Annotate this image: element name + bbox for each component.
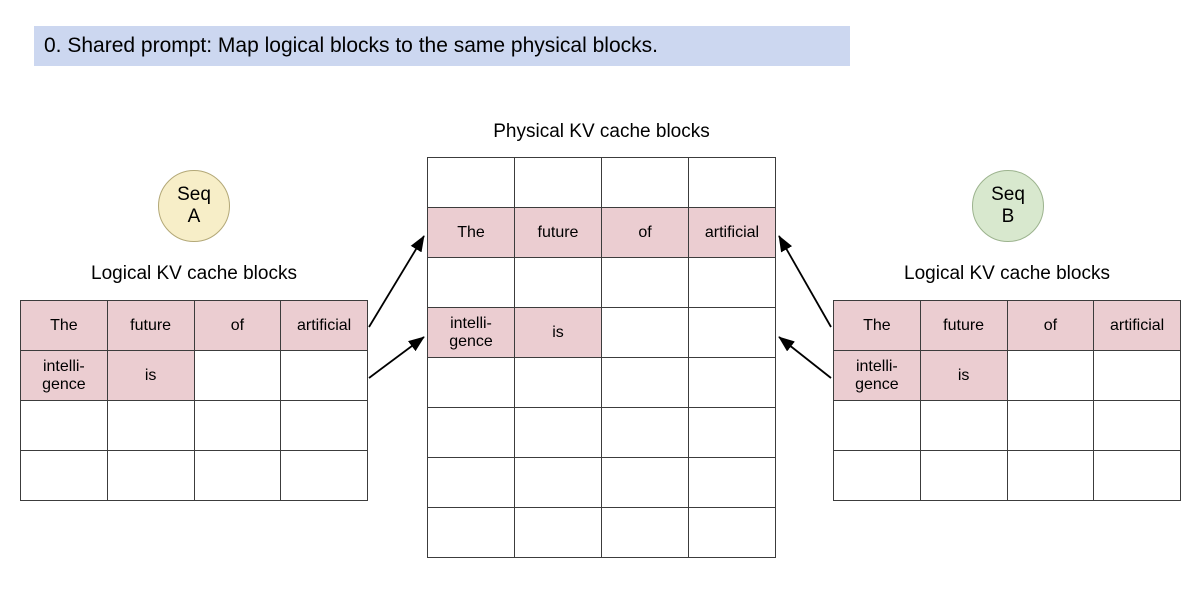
arrow-a-block1-to-physical-row4 <box>368 336 425 379</box>
kv-cell-empty <box>20 450 108 501</box>
kv-cell-empty <box>193 400 282 451</box>
kv-cell-empty <box>601 507 689 558</box>
kv-cell-empty <box>919 450 1008 501</box>
arrow-a-block0-to-physical-row2 <box>368 235 425 328</box>
kv-cell-empty <box>106 450 195 501</box>
kv-cell-token: of <box>1006 300 1095 351</box>
logical-blocks-title-seq-a: Logical KV cache blocks <box>91 263 297 284</box>
kv-table-row <box>20 450 368 501</box>
kv-cell-empty <box>601 357 689 408</box>
kv-cell-empty <box>514 257 602 308</box>
kv-cell-empty <box>427 407 515 458</box>
shared-prompt-text: 0. Shared prompt: Map logical blocks to … <box>44 34 658 57</box>
kv-cell-token: is <box>919 350 1008 401</box>
kv-table-row <box>833 450 1181 501</box>
kv-cell-empty <box>688 157 776 208</box>
kv-cell-empty <box>601 307 689 358</box>
kv-table-row <box>427 457 776 508</box>
kv-cell-empty <box>427 507 515 558</box>
kv-cell-token: future <box>106 300 195 351</box>
seq-b-label-line1: Seq <box>991 184 1025 205</box>
kv-cell-token: intelli-gence <box>427 307 515 358</box>
kv-cell-empty <box>280 450 368 501</box>
kv-cell-token: intelli-gence <box>20 350 108 401</box>
kv-cell-empty <box>427 257 515 308</box>
kv-cell-empty <box>20 400 108 451</box>
kv-cell-empty <box>1093 350 1181 401</box>
logical-blocks-title-seq-b: Logical KV cache blocks <box>904 263 1110 284</box>
seq-b-label-line2: B <box>1001 206 1015 227</box>
kv-cell-token: The <box>20 300 108 351</box>
kv-cell-empty <box>1093 400 1181 451</box>
kv-cell-token: artificial <box>280 300 368 351</box>
kv-cell-token: future <box>514 207 602 258</box>
seq-a-badge: Seq A <box>158 170 230 242</box>
kv-cell-token: The <box>833 300 921 351</box>
kv-cell-empty <box>688 357 776 408</box>
seq-a-label-line1: Seq <box>177 184 211 205</box>
physical-blocks-title: Physical KV cache blocks <box>493 121 710 142</box>
kv-cell-token: is <box>106 350 195 401</box>
kv-cell-empty <box>514 407 602 458</box>
kv-cell-token: The <box>427 207 515 258</box>
kv-cell-empty <box>193 450 282 501</box>
kv-table-row <box>833 400 1181 451</box>
kv-cell-empty <box>514 457 602 508</box>
kv-cell-empty <box>280 400 368 451</box>
kv-cell-empty <box>514 357 602 408</box>
kv-cell-empty <box>427 157 515 208</box>
kv-cell-empty <box>1006 400 1095 451</box>
kv-cell-token: artificial <box>688 207 776 258</box>
kv-cell-token: of <box>193 300 282 351</box>
kv-cell-empty <box>601 157 689 208</box>
kv-cell-empty <box>688 457 776 508</box>
kv-cell-token: intelli-gence <box>833 350 921 401</box>
kv-cell-empty <box>514 507 602 558</box>
kv-cell-empty <box>688 307 776 358</box>
kv-cell-empty <box>688 507 776 558</box>
kv-cell-token: future <box>919 300 1008 351</box>
kv-cell-empty <box>193 350 282 401</box>
kv-cell-empty <box>688 257 776 308</box>
kv-cell-empty <box>280 350 368 401</box>
kv-cell-empty <box>833 400 921 451</box>
kv-cell-empty <box>833 450 921 501</box>
kv-table-row <box>427 507 776 558</box>
kv-cell-empty <box>688 407 776 458</box>
kv-cell-empty <box>1006 350 1095 401</box>
kv-cell-empty <box>601 407 689 458</box>
kv-cell-token: is <box>514 307 602 358</box>
kv-cell-empty <box>427 357 515 408</box>
kv-cell-empty <box>1093 450 1181 501</box>
kv-table-row <box>20 400 368 451</box>
kv-cell-empty <box>1006 450 1095 501</box>
kv-table-row <box>427 407 776 458</box>
seq-b-badge: Seq B <box>972 170 1044 242</box>
kv-table-row <box>427 157 776 208</box>
kv-cell-empty <box>601 457 689 508</box>
kv-cell-empty <box>106 400 195 451</box>
seq-a-label-line2: A <box>187 206 201 227</box>
kv-cell-empty <box>514 157 602 208</box>
kv-cell-token: artificial <box>1093 300 1181 351</box>
kv-cell-empty <box>601 257 689 308</box>
shared-prompt-banner: 0. Shared prompt: Map logical blocks to … <box>34 26 850 66</box>
arrow-b-block1-to-physical-row4 <box>778 336 832 379</box>
arrow-b-block0-to-physical-row2 <box>778 235 832 328</box>
kv-table-row <box>427 257 776 308</box>
kv-cell-token: of <box>601 207 689 258</box>
kv-table-row <box>427 357 776 408</box>
kv-cell-empty <box>427 457 515 508</box>
kv-cell-empty <box>919 400 1008 451</box>
